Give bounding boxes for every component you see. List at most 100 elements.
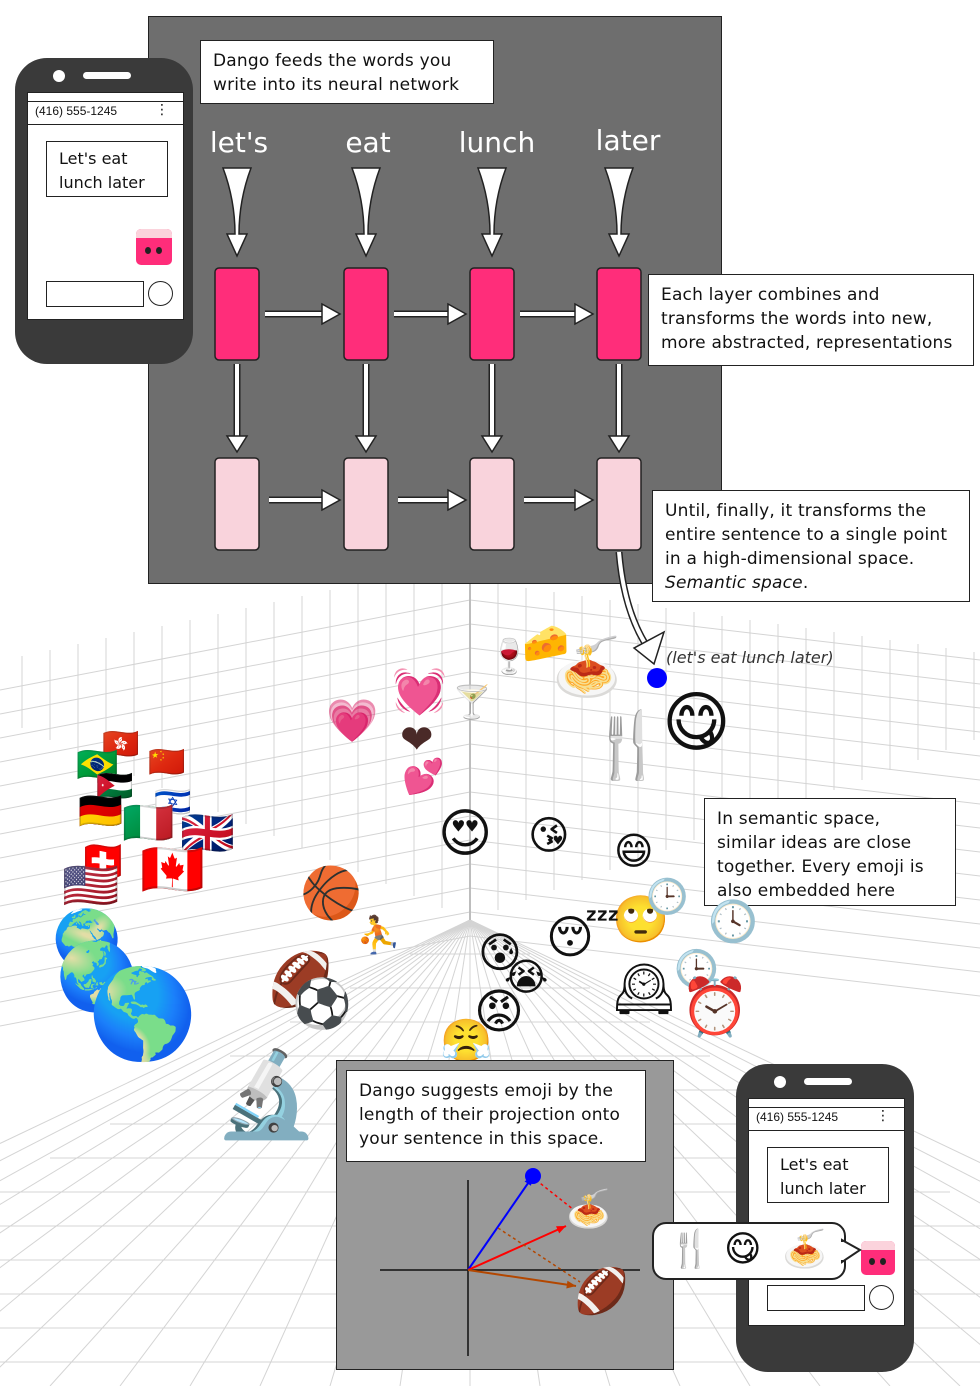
flag-usa-icon: 🇺🇸 xyxy=(62,858,120,912)
contact-number: (416) 555-1245 xyxy=(756,1110,839,1124)
arrow-head xyxy=(480,435,504,454)
alarm-clock-icon: ⏰ xyxy=(680,975,750,1040)
grid-line xyxy=(119,919,471,1386)
layer2-cell xyxy=(596,457,642,551)
grid-line xyxy=(0,695,471,787)
grid-line xyxy=(0,671,471,763)
dango-mascot-icon xyxy=(861,1241,895,1275)
grid-line xyxy=(469,695,980,757)
basketball-player-icon: ⛹ xyxy=(356,915,401,956)
spaghetti-icon: 🍝 xyxy=(552,635,622,700)
camera-dot xyxy=(774,1076,786,1088)
globe-icon-2: 🌏 xyxy=(56,938,139,1015)
grid-line xyxy=(0,919,471,1368)
sentence-point xyxy=(647,668,667,688)
grid-line xyxy=(469,887,980,949)
globe-icon-1: 🌍 xyxy=(52,907,122,972)
flag-canada-icon: 🇨🇦 xyxy=(140,840,205,900)
grid-line xyxy=(469,671,980,733)
grid-line xyxy=(469,719,980,781)
grid-line xyxy=(0,935,471,1027)
menu-icon[interactable]: ⋮ xyxy=(876,1108,890,1124)
phone-bottom: (416) 555-1245 ⋮ Let's eat lunch later xyxy=(736,1064,914,1372)
grid-line xyxy=(469,911,980,973)
phone-top-screen: (416) 555-1245 ⋮ Let's eat lunch later xyxy=(27,92,184,320)
arrow-head xyxy=(225,435,249,454)
final-caption: Until, finally, it transforms the entire… xyxy=(652,490,970,602)
grid-line xyxy=(0,919,471,1182)
input-funnel-arrow xyxy=(476,167,508,258)
steam-face-icon: 😤 xyxy=(440,1016,493,1065)
football-icon: 🏈 xyxy=(268,950,333,1010)
projection-spaghetti-icon: 🍝 xyxy=(566,1189,611,1230)
clock-icon-2: 🕓 xyxy=(708,899,758,945)
grid-line xyxy=(469,919,980,1182)
grid-line xyxy=(0,647,471,739)
arrow-head xyxy=(447,302,468,326)
message-bubble: Let's eat lunch later xyxy=(767,1147,889,1203)
fork-knife-icon: 🍴 xyxy=(588,709,668,783)
grid-line xyxy=(469,743,980,805)
sentence-vector xyxy=(467,1175,534,1271)
angry-face-icon: 😡 xyxy=(474,984,525,1040)
flag-israel-icon: 🇮🇱 xyxy=(154,785,192,820)
message-text: Let's eat lunch later xyxy=(780,1155,866,1198)
layer1-cell xyxy=(596,267,642,361)
send-button[interactable] xyxy=(148,281,173,306)
final-caption-end: . xyxy=(802,573,809,593)
text-input-field[interactable] xyxy=(46,281,144,307)
dango-mascot-icon xyxy=(136,229,172,265)
grid-line xyxy=(469,935,980,997)
flag-china-icon: 🇨🇳 xyxy=(148,745,186,780)
grid-line xyxy=(0,919,471,1162)
input-funnel-arrow xyxy=(221,167,253,258)
cheese-icon: 🧀 xyxy=(522,621,570,665)
suggestion-fork-knife-icon[interactable]: 🍴 xyxy=(668,1229,713,1270)
grid-line xyxy=(0,863,471,955)
arrow-head xyxy=(607,435,631,454)
eye-roll-face-icon: 🙄 xyxy=(612,892,670,946)
clock-icon-3: 🕒 xyxy=(674,949,719,990)
menu-icon[interactable]: ⋮ xyxy=(155,102,169,118)
final-caption-italic: Semantic space xyxy=(665,573,803,593)
speaker-slot xyxy=(804,1078,852,1085)
layer2-cell xyxy=(469,457,515,551)
grid-line xyxy=(0,919,471,1206)
layer1-cell xyxy=(343,267,389,361)
bubble-tail xyxy=(841,1238,862,1264)
grid-line xyxy=(0,887,471,979)
input-funnel-arrow xyxy=(603,167,635,258)
projection-football-icon: 🏈 xyxy=(574,1266,629,1317)
suggestion-bubble: 🍴 😋 🍝 xyxy=(652,1222,846,1280)
space-caption: In semantic space, similar ideas are clo… xyxy=(704,798,956,906)
grid-line xyxy=(0,911,471,1003)
grid-line xyxy=(0,599,471,691)
send-button[interactable] xyxy=(869,1285,894,1310)
grid-line xyxy=(0,919,471,1234)
grid-line xyxy=(0,623,471,715)
camera-dot xyxy=(53,70,65,82)
heart-eyes-icon: 😍 xyxy=(438,804,493,864)
text-input-field[interactable] xyxy=(767,1285,865,1311)
arrow-head xyxy=(574,302,595,326)
flag-switzerland-icon: 🇨🇭 xyxy=(78,839,128,885)
arrow-head xyxy=(354,435,378,454)
speaker-slot xyxy=(83,72,131,79)
phone-top: (416) 555-1245 ⋮ Let's eat lunch later xyxy=(15,58,193,364)
grid-line xyxy=(189,919,471,1386)
word-lets: let's xyxy=(209,126,269,159)
layer2-cell xyxy=(214,457,260,551)
wine-glass-icon: 🍷 xyxy=(488,637,531,677)
layer2-cell xyxy=(343,457,389,551)
flag-germany-icon: 🇩🇪 xyxy=(78,791,123,832)
suggestion-yum-face-icon[interactable]: 😋 xyxy=(724,1229,762,1270)
grid-line xyxy=(49,919,471,1386)
grid-line xyxy=(469,919,980,1164)
flag-jordan-icon: 🇯🇴 xyxy=(96,769,134,804)
suggestion-spaghetti-icon[interactable]: 🍝 xyxy=(782,1229,827,1270)
basketball-icon: 🏀 xyxy=(300,864,363,922)
sleeping-face-icon: 😴 xyxy=(546,910,620,964)
anxious-face-icon: 😰 xyxy=(478,928,522,977)
